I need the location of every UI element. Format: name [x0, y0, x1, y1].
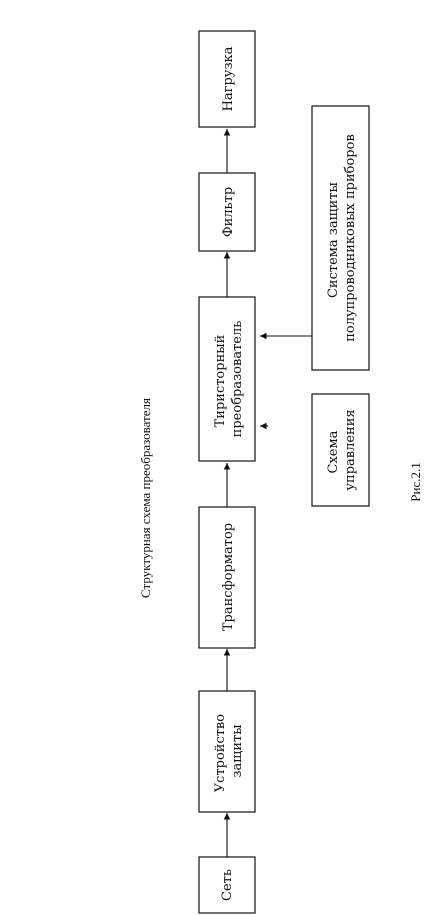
- block-semiconductor-protection: Система защиты полупроводниковых приборо…: [311, 105, 370, 371]
- svg-text:Система защиты полупрово: Система защиты полупроводниковых приборо…: [326, 134, 358, 342]
- block-control-label-2: управления: [343, 409, 358, 490]
- block-load: Нагрузка: [198, 30, 256, 128]
- block-load-label: Нагрузка: [221, 46, 236, 111]
- block-filter-label: Фильтр: [221, 187, 236, 237]
- svg-text:Тиристорный преобразоват: Тиристорный преобразователь: [213, 321, 245, 438]
- block-semi-protect-label-2: полупроводниковых приборов: [343, 134, 358, 342]
- block-set: Сеть: [198, 856, 256, 914]
- block-filter: Фильтр: [198, 172, 256, 252]
- diagram-title: Структурная схема преобразователя: [138, 398, 153, 598]
- svg-text:Фильтр: Фильтр: [221, 187, 236, 237]
- block-thyristor-label-2: преобразователь: [230, 321, 245, 438]
- block-control-label-1: Схема: [326, 430, 341, 473]
- svg-text:Устройство защиты: Устройство защиты: [213, 710, 245, 792]
- block-protection-label-2: защиты: [230, 724, 245, 777]
- svg-text:Трансформатор: Трансформатор: [221, 523, 236, 631]
- block-thyristor-converter: Тиристорный преобразователь: [198, 296, 256, 462]
- block-semi-protect-label-1: Система защиты: [326, 182, 341, 298]
- block-transformer: Трансформатор: [198, 506, 256, 649]
- block-protection-device: Устройство защиты: [198, 690, 256, 813]
- svg-text:Сеть: Сеть: [220, 869, 235, 901]
- block-set-label: Сеть: [220, 869, 235, 901]
- svg-text:Схема управления: Схема управления: [326, 409, 358, 490]
- block-thyristor-label-1: Тиристорный: [213, 335, 228, 428]
- figure-label: Рис.2.1: [408, 462, 423, 501]
- block-control-circuit: Схема управления: [311, 393, 370, 507]
- block-protection-label-1: Устройство: [213, 714, 228, 792]
- svg-text:Нагрузка: Нагрузка: [221, 46, 236, 111]
- block-transformer-label: Трансформатор: [221, 523, 236, 631]
